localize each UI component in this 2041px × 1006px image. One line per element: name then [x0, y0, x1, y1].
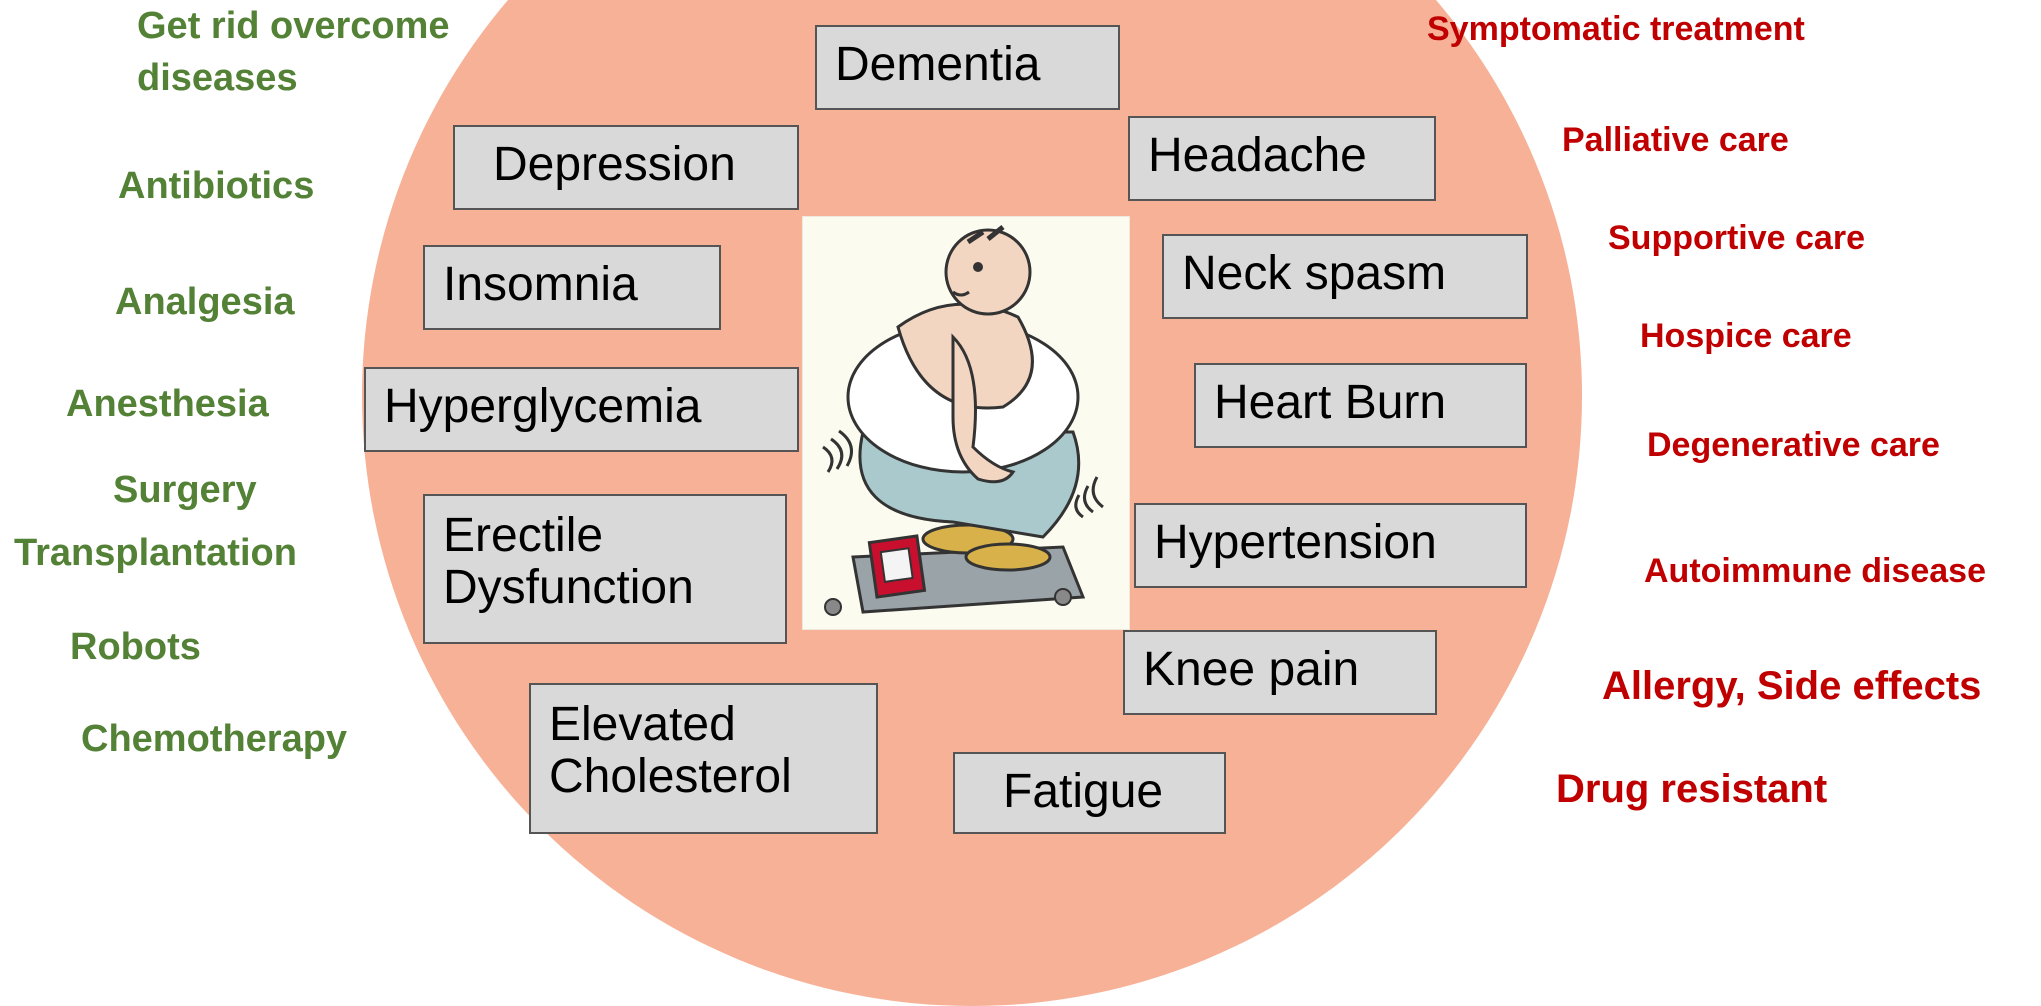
- right-label-hospice-care: Hospice care: [1640, 317, 1852, 356]
- condition-box-knee-pain: Knee pain: [1123, 630, 1437, 715]
- condition-box-heart-burn: Heart Burn: [1194, 363, 1527, 448]
- condition-box-hypertension: Hypertension: [1134, 503, 1527, 588]
- overweight-man-on-scale-illustration: [802, 216, 1130, 630]
- right-label-supportive-care: Supportive care: [1608, 219, 1865, 258]
- right-label-palliative-care: Palliative care: [1562, 121, 1789, 160]
- condition-box-elevated-cholesterol: Elevated Cholesterol: [529, 683, 878, 834]
- condition-box-neck-spasm: Neck spasm: [1162, 234, 1528, 319]
- condition-box-depression: Depression: [453, 125, 799, 210]
- condition-box-hyperglycemia: Hyperglycemia: [364, 367, 799, 452]
- left-label-anesthesia: Anesthesia: [66, 378, 269, 430]
- left-label-analgesia: Analgesia: [115, 276, 295, 328]
- condition-box-fatigue: Fatigue: [953, 752, 1226, 834]
- condition-box-dementia: Dementia: [815, 25, 1120, 110]
- left-label-robots: Robots: [70, 621, 201, 673]
- right-label-symptomatic-treatment: Symptomatic treatment: [1427, 10, 1805, 49]
- condition-box-insomnia: Insomnia: [423, 245, 721, 330]
- condition-box-erectile-dysfunction: Erectile Dysfunction: [423, 494, 787, 644]
- left-label-get-rid-diseases: Get rid overcome diseases: [137, 0, 450, 105]
- condition-box-headache: Headache: [1128, 116, 1436, 201]
- left-label-chemotherapy: Chemotherapy: [81, 713, 347, 765]
- left-label-transplantation: Transplantation: [14, 527, 297, 579]
- right-label-allergy-side-effects: Allergy, Side effects: [1602, 664, 1981, 709]
- right-label-autoimmune-disease: Autoimmune disease: [1644, 552, 1986, 591]
- left-label-antibiotics: Antibiotics: [118, 160, 314, 212]
- right-label-drug-resistant: Drug resistant: [1556, 767, 1827, 812]
- left-label-surgery: Surgery: [113, 464, 257, 516]
- right-label-degenerative-care: Degenerative care: [1647, 426, 1940, 465]
- overweight-man-icon: [803, 217, 1129, 629]
